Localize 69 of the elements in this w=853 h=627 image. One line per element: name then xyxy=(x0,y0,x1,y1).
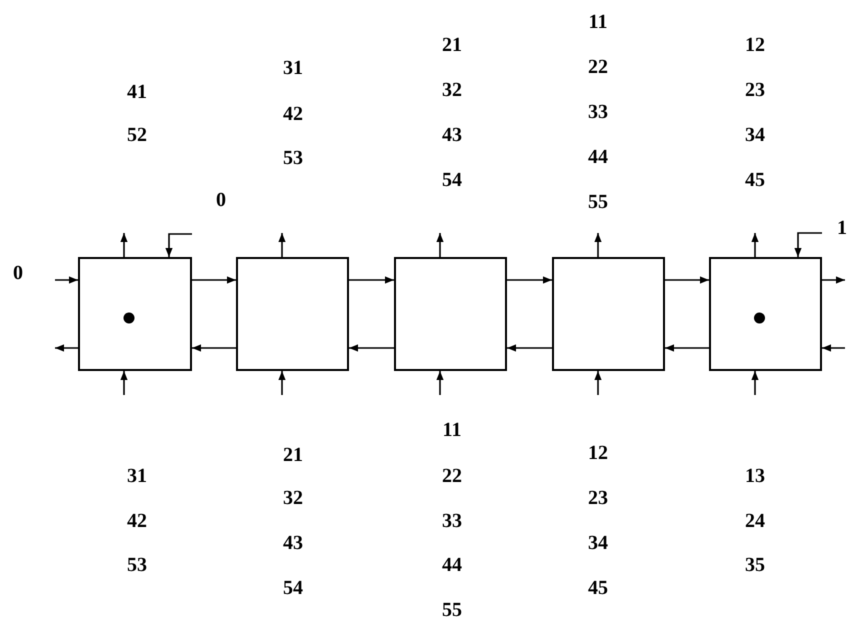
arrow xyxy=(349,344,394,352)
process-box xyxy=(709,257,822,371)
index-label: 53 xyxy=(127,555,147,575)
arrow xyxy=(594,371,602,395)
arrow xyxy=(507,344,552,352)
process-box xyxy=(552,257,665,371)
index-label: 21 xyxy=(442,35,462,55)
arrow xyxy=(192,344,236,352)
index-label: 42 xyxy=(127,511,147,531)
index-label: 33 xyxy=(442,511,462,531)
index-label: 44 xyxy=(442,555,462,575)
index-label: 22 xyxy=(442,466,462,486)
index-label: 31 xyxy=(127,466,147,486)
index-label: 52 xyxy=(127,125,147,145)
index-label: 32 xyxy=(283,488,303,508)
arrow xyxy=(794,232,822,257)
index-label: 45 xyxy=(588,578,608,598)
arrow xyxy=(436,371,444,395)
index-label: 41 xyxy=(127,82,147,102)
index-label: 12 xyxy=(745,35,765,55)
index-label: 24 xyxy=(745,511,765,531)
arrow xyxy=(192,276,236,284)
arrow xyxy=(120,371,128,395)
index-label: 54 xyxy=(283,578,303,598)
index-label: 35 xyxy=(745,555,765,575)
index-label: 55 xyxy=(588,192,608,212)
index-label: 31 xyxy=(283,58,303,78)
arrow xyxy=(751,233,759,257)
arrow xyxy=(278,371,286,395)
arrow xyxy=(165,233,192,257)
index-label: 1 xyxy=(837,218,847,238)
arrow xyxy=(665,344,709,352)
arrow xyxy=(55,276,78,284)
index-label: 13 xyxy=(745,466,765,486)
arrow xyxy=(665,276,709,284)
index-label: 23 xyxy=(745,80,765,100)
index-label: 23 xyxy=(588,488,608,508)
index-label: 32 xyxy=(442,80,462,100)
index-label: 12 xyxy=(588,443,608,463)
index-label: 44 xyxy=(588,147,608,167)
index-label: 0 xyxy=(216,190,226,210)
arrow xyxy=(822,344,845,352)
index-label: 43 xyxy=(283,533,303,553)
index-label: 22 xyxy=(588,57,608,77)
arrow xyxy=(349,276,394,284)
arrow xyxy=(822,276,845,284)
arrow xyxy=(751,371,759,395)
arrow xyxy=(278,233,286,257)
index-label: 34 xyxy=(588,533,608,553)
index-label: 45 xyxy=(745,170,765,190)
index-label: 54 xyxy=(442,170,462,190)
index-label: 34 xyxy=(745,125,765,145)
index-label: 21 xyxy=(283,445,303,465)
process-box xyxy=(236,257,349,371)
index-label: 11 xyxy=(588,12,608,32)
arrow xyxy=(507,276,552,284)
index-label: 33 xyxy=(588,102,608,122)
index-label: 11 xyxy=(442,420,462,440)
arrow xyxy=(120,233,128,257)
index-label: 42 xyxy=(283,104,303,124)
index-label: 55 xyxy=(442,600,462,620)
index-label: 0 xyxy=(13,263,23,283)
index-label: 43 xyxy=(442,125,462,145)
arrow xyxy=(436,233,444,257)
process-box xyxy=(394,257,507,371)
index-label: 53 xyxy=(283,148,303,168)
arrow xyxy=(55,344,78,352)
arrow xyxy=(594,233,602,257)
process-box xyxy=(78,257,192,371)
